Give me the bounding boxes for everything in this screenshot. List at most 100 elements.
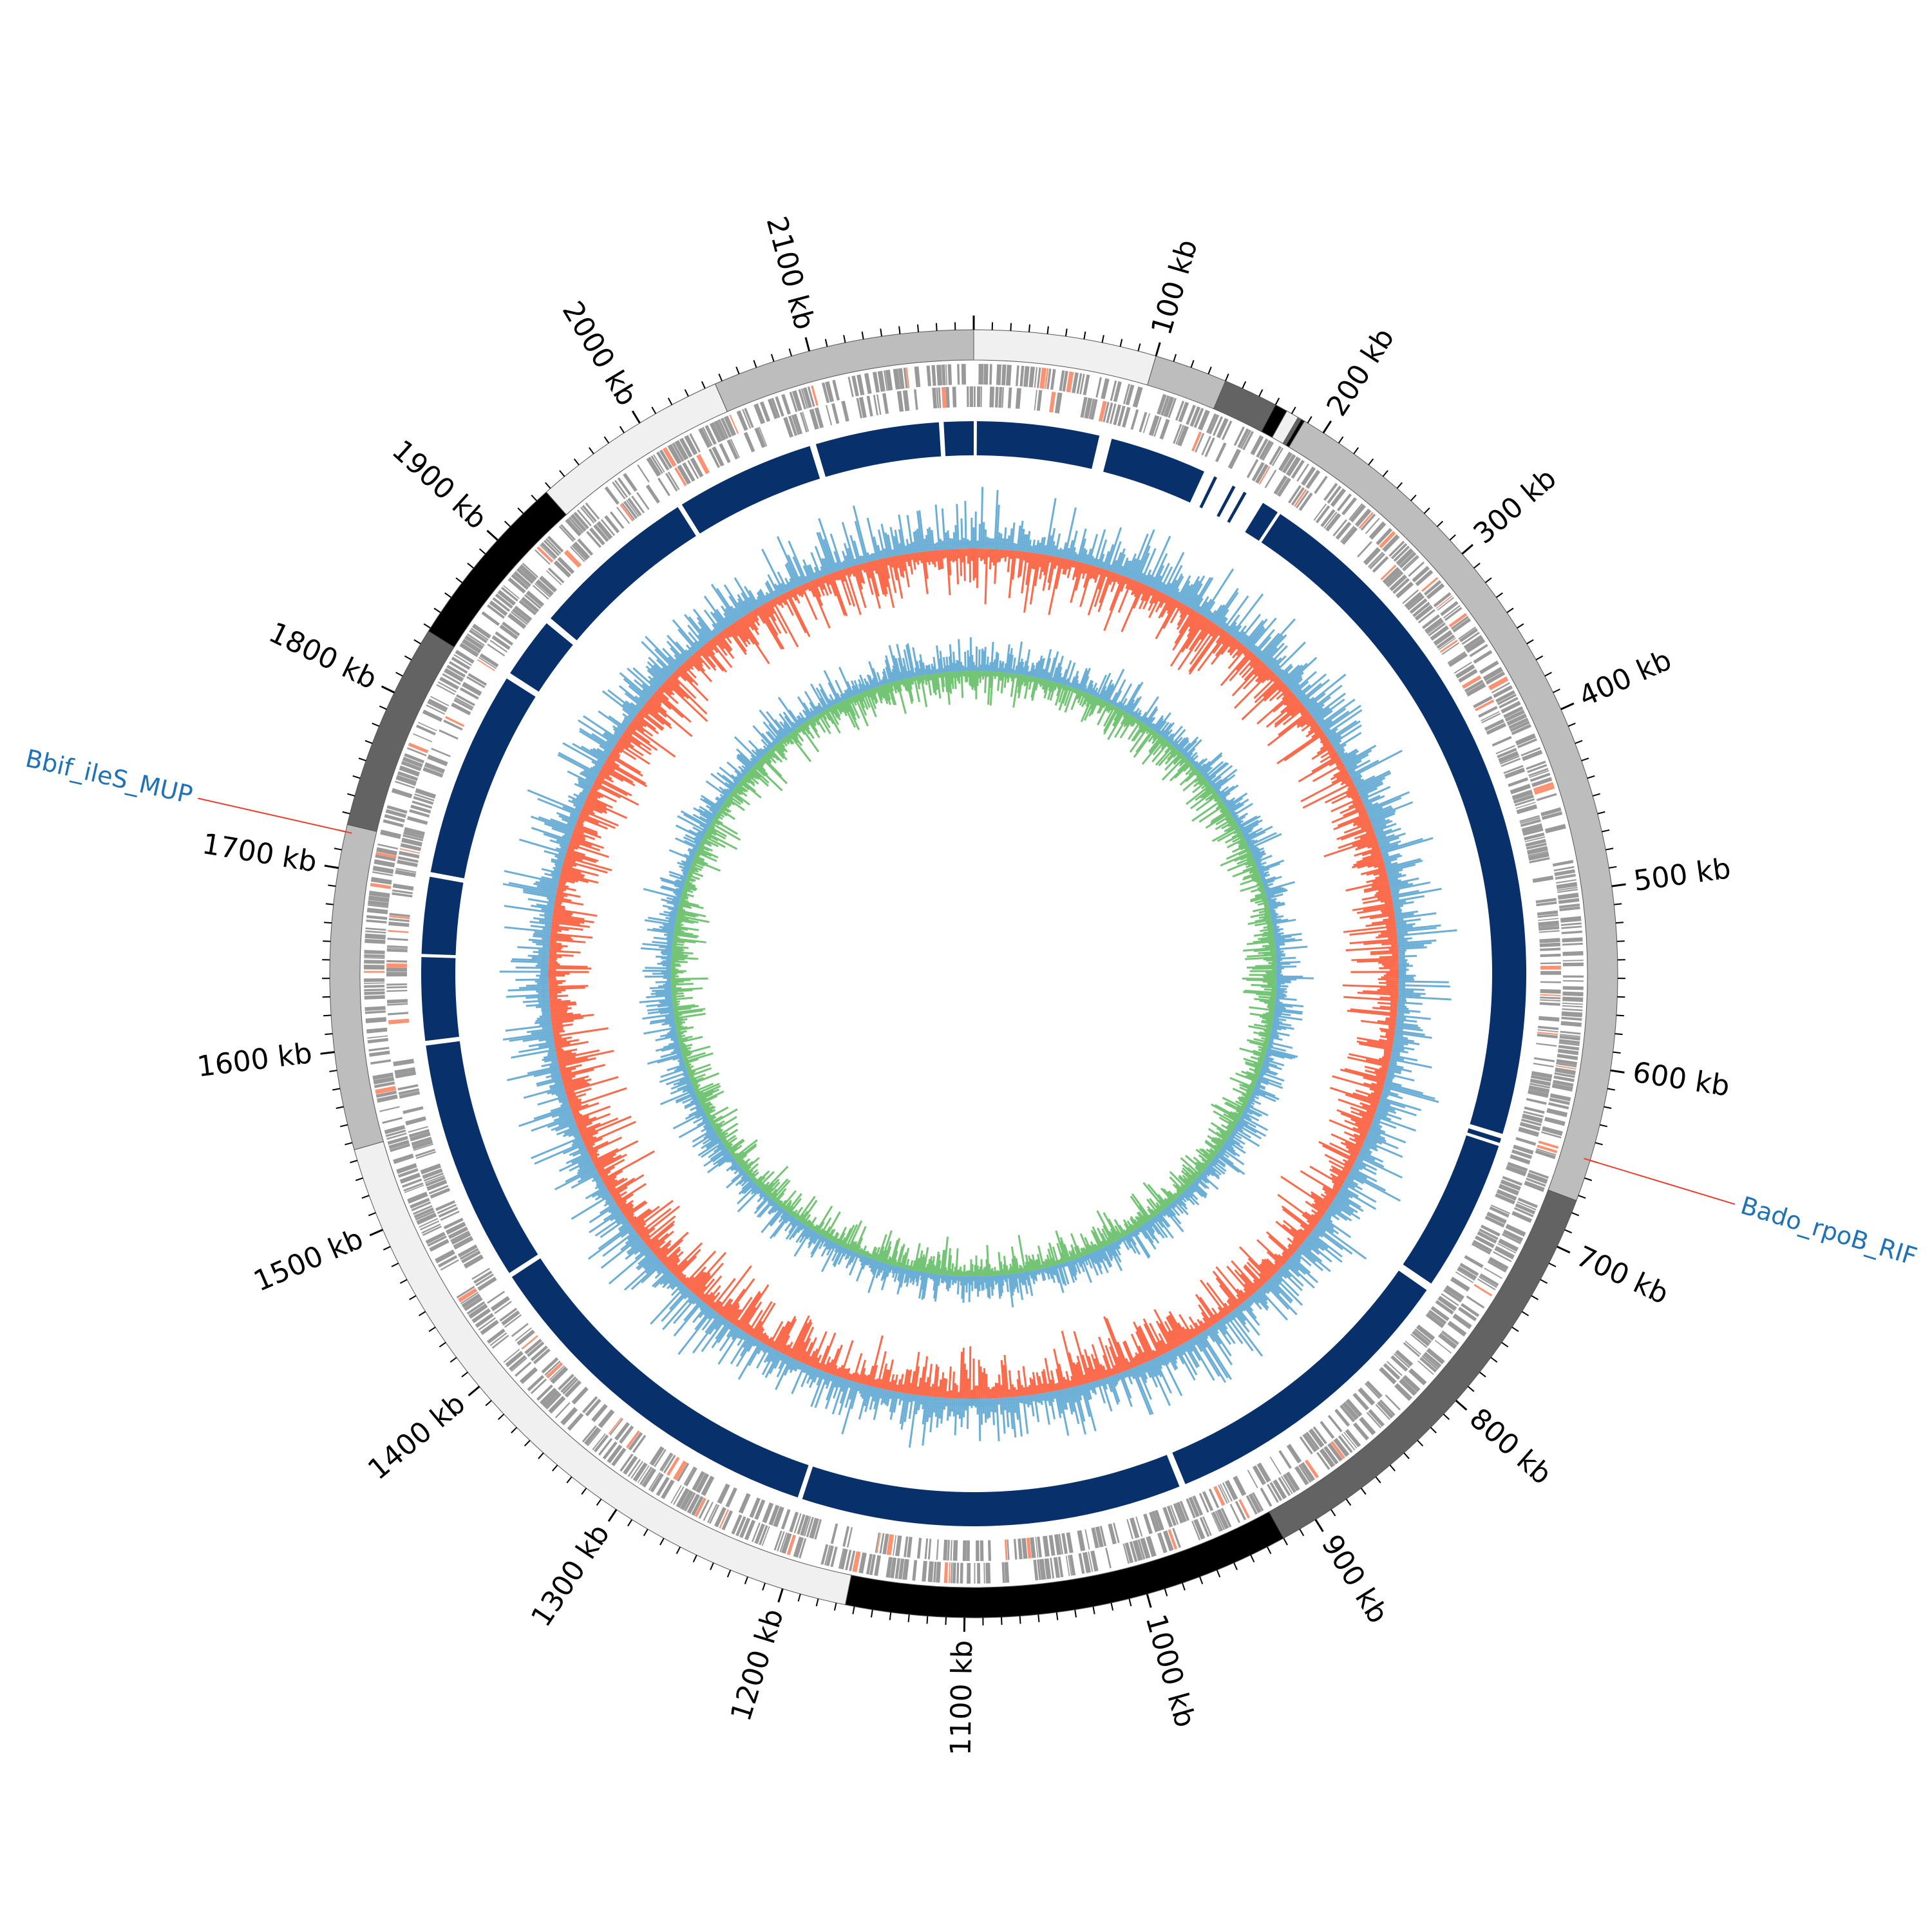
gc-skew-bar	[710, 823, 715, 828]
gc-content-bar	[1007, 1397, 1010, 1413]
gc-content-bar	[904, 1394, 911, 1423]
gc-skew-bar	[1122, 1236, 1126, 1242]
gc-content-bar	[904, 1370, 911, 1394]
gc-skew-bar	[1231, 831, 1242, 839]
gc-content-bar	[549, 946, 563, 949]
gc-content-bar	[1389, 877, 1419, 886]
gc-content-bar	[1218, 1284, 1238, 1308]
gc-skew-bar	[777, 1206, 782, 1211]
gc-skew-bar	[838, 702, 844, 713]
gc-content-bar	[1354, 1122, 1370, 1130]
gc-content-bar	[533, 934, 551, 939]
gc-content-bar	[1018, 1396, 1021, 1403]
gc-skew-bar	[1253, 878, 1262, 882]
gc-skew-bar	[813, 1224, 819, 1231]
gc-skew-bar	[902, 1247, 910, 1269]
gc-skew-bar	[694, 837, 703, 842]
gc-skew-bar	[1264, 881, 1295, 892]
gc-skew-bar	[678, 1119, 710, 1139]
gc-content-bar	[786, 1347, 793, 1357]
gc-content-bar	[1179, 609, 1195, 634]
gc-content-bar	[1226, 614, 1240, 633]
gc-content-bar	[518, 986, 549, 989]
gc-skew-bar	[1215, 1155, 1220, 1160]
gc-content-bar	[1390, 881, 1431, 891]
gc-content-bar	[1188, 628, 1223, 675]
gc-skew-bar	[1164, 1208, 1184, 1233]
gc-content-bar	[1396, 1018, 1417, 1023]
gc-skew-bar	[1170, 746, 1175, 751]
gc-skew-bar	[951, 1275, 954, 1285]
gc-skew-bar	[891, 671, 896, 682]
gc-skew-bar	[1115, 1240, 1121, 1249]
gc-content-bar	[1271, 1276, 1280, 1286]
gc-skew-bar	[901, 1252, 907, 1269]
gc-content-bar	[1343, 1131, 1365, 1142]
gc-skew-bar	[665, 916, 676, 921]
gc-content-bar	[1211, 604, 1226, 623]
gc-skew-bar	[1262, 933, 1274, 937]
gc-content-bar	[551, 1109, 572, 1118]
gc-skew-bar	[791, 1222, 804, 1238]
gc-skew-bar	[1138, 722, 1144, 729]
gc-content-bar	[715, 1265, 752, 1313]
gc-content-bar	[634, 1200, 674, 1231]
gc-skew-bar	[1256, 861, 1267, 867]
gc-skew-bar	[701, 1102, 712, 1109]
gc-skew-bar	[1217, 786, 1229, 796]
gc-content-bar	[807, 1350, 816, 1366]
gc-skew-bar	[918, 668, 922, 676]
gc-content-bar	[596, 1153, 627, 1171]
gc-skew-bar	[964, 651, 967, 672]
gc-content-bar	[1039, 554, 1043, 567]
gc-skew-bar	[764, 1179, 780, 1195]
gc-skew-bar	[1080, 695, 1094, 723]
gc-skew-bar	[1161, 722, 1175, 738]
gc-skew-bar	[681, 893, 688, 897]
gc-content-bar	[1354, 1162, 1377, 1175]
gc-content-bar	[1182, 1326, 1191, 1340]
gc-content-bar	[709, 1301, 715, 1308]
gc-content-bar	[1099, 571, 1112, 603]
gc-skew-bar	[683, 1058, 688, 1062]
gc-skew-bar	[1080, 1251, 1084, 1257]
gc-content-bar	[1220, 637, 1235, 656]
gc-skew-bar	[874, 687, 878, 693]
gc-content-bar	[1322, 705, 1361, 733]
gc-skew-bar	[831, 1242, 837, 1249]
gc-skew-bar	[681, 1095, 697, 1104]
gc-content-bar	[1395, 1024, 1421, 1029]
gc-skew-bar	[764, 753, 772, 760]
gc-content-bar	[553, 1113, 573, 1122]
gc-skew-bar	[1213, 796, 1220, 802]
gc-content-bar	[605, 1179, 618, 1188]
gc-content-bar	[1192, 1337, 1203, 1352]
gc-skew-bar	[1258, 909, 1270, 914]
gc-skew-bar	[701, 840, 712, 847]
gc-skew-bar	[1236, 1122, 1244, 1128]
gc-content-bar	[511, 958, 549, 961]
gc-content-bar	[1309, 721, 1318, 728]
gc-skew-bar	[724, 800, 732, 807]
gc-skew-bar	[1205, 811, 1231, 829]
gc-content-bar	[1365, 1136, 1383, 1145]
gc-skew-bar	[679, 1076, 690, 1083]
gc-skew-bar	[705, 1121, 710, 1126]
gc-content-bar	[1137, 1345, 1147, 1363]
gc-skew-bar	[674, 927, 688, 931]
gc-skew-bar	[860, 692, 869, 710]
gc-skew-bar	[1227, 1137, 1244, 1149]
gc-content-bar	[850, 1372, 855, 1381]
gc-skew-bar	[840, 697, 844, 702]
gc-skew-bar	[782, 1212, 790, 1220]
gc-skew-bar	[821, 1229, 826, 1236]
gc-content-bar	[1370, 1092, 1381, 1097]
gc-skew-bar	[1131, 723, 1145, 742]
gc-skew-bar	[1226, 1125, 1234, 1132]
gc-skew-bar	[729, 793, 734, 798]
gc-skew-bar	[1250, 1082, 1256, 1086]
gc-skew-bar	[1267, 900, 1277, 905]
gc-skew-bar	[768, 750, 779, 761]
gc-skew-bar	[927, 665, 931, 675]
gc-skew-bar	[1257, 1056, 1265, 1061]
